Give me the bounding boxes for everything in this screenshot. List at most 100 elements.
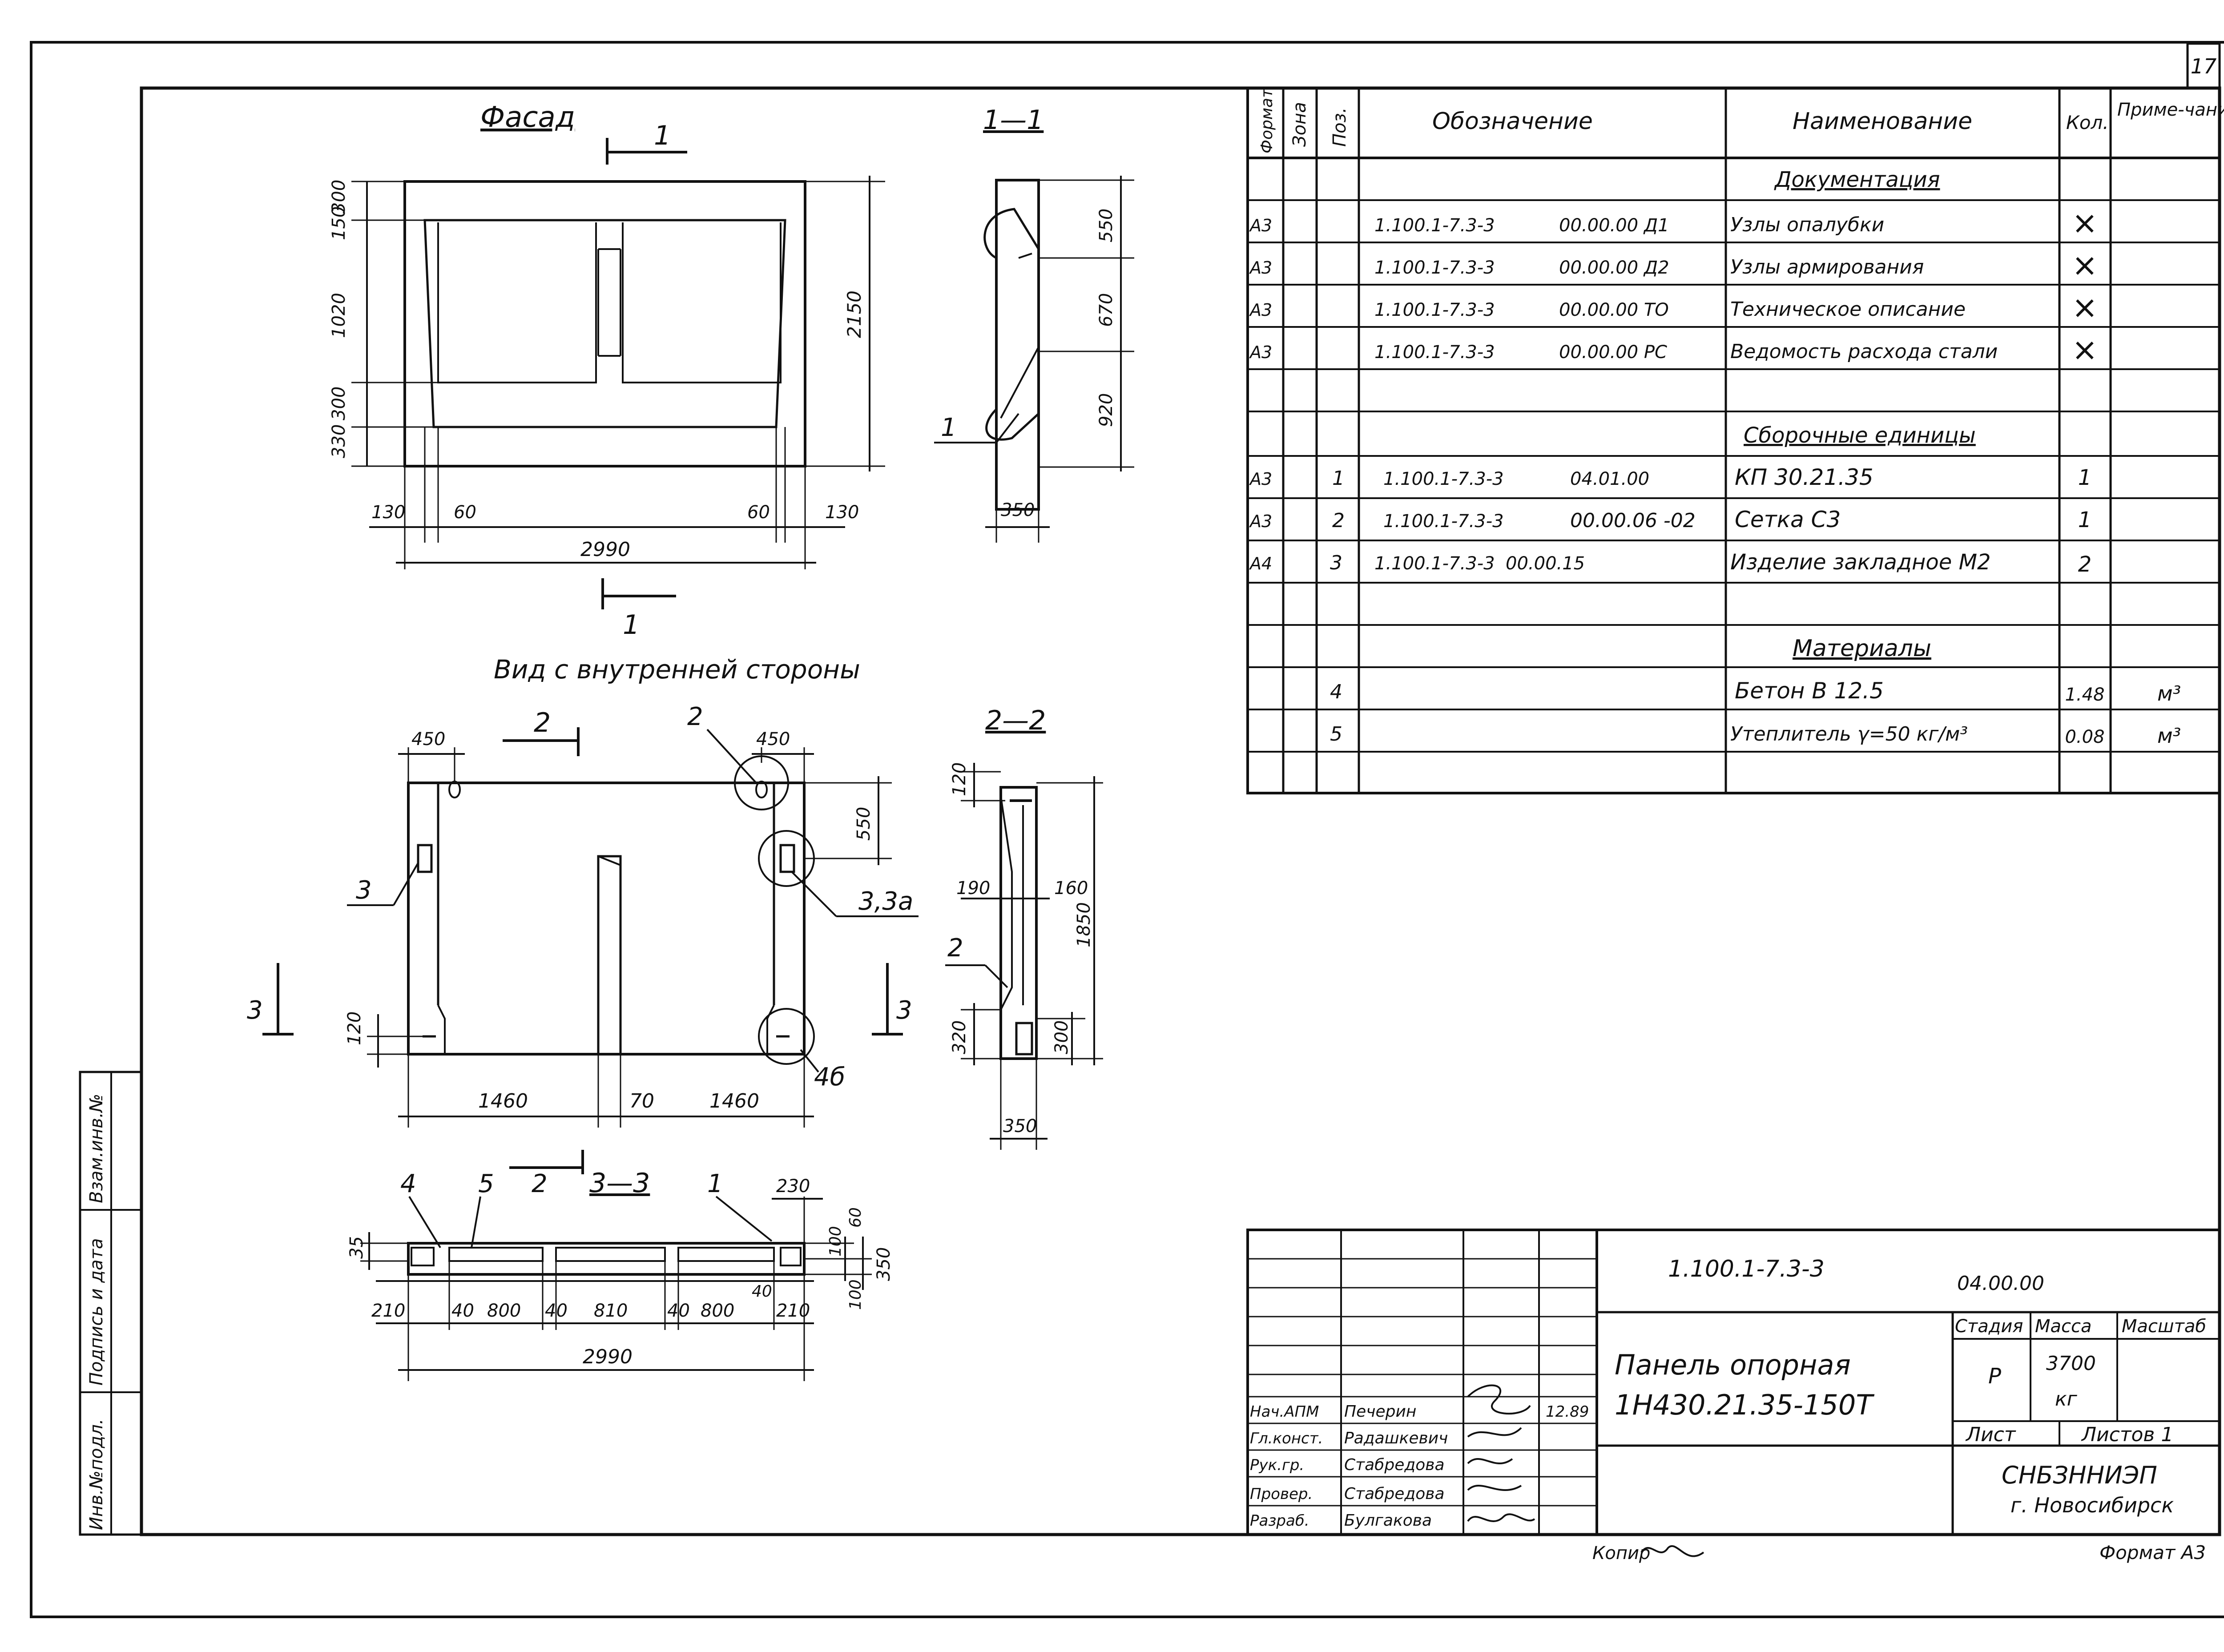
inner-dim-bottom-1: 1460 xyxy=(478,1090,528,1112)
inner-dim-bottom-2: 70 xyxy=(629,1090,654,1112)
section-3-callout-1: 1 xyxy=(707,1169,723,1198)
spec-r8-code2: 00.00.06 -02 xyxy=(1570,509,1696,532)
title-block: 1.100.1-7.3-3 04.00.00 Панель опорная 1Н… xyxy=(1246,1229,2221,1536)
sig-role-2: Гл.конст. xyxy=(1250,1430,1323,1447)
section-1-title: 1—1 xyxy=(983,105,1044,136)
spec-r7-name: КП 30.21.35 xyxy=(1735,464,1873,490)
inner-dim-top-right: 450 xyxy=(756,729,790,749)
section-3-dim-b1: 210 xyxy=(371,1301,405,1321)
spec-r2-code: 1.100.1-7.3-3 xyxy=(1374,258,1495,278)
section-3-dim-b8: 40 xyxy=(752,1282,772,1301)
section-1-dim-3: 920 xyxy=(1096,393,1116,427)
spec-r2-format: А3 xyxy=(1249,258,1272,278)
sig-name-1: Печерин xyxy=(1344,1402,1416,1421)
section-2-dim-160: 160 xyxy=(1054,878,1088,899)
side-stamp: Инв.№подл. Подпись и дата Взам.инв.№ xyxy=(79,1071,143,1536)
inner-view: Вид с внутренней стороны 2 2 3 xyxy=(247,654,919,1128)
section-2-callout: 2 xyxy=(947,934,963,963)
spec-r13-note: м³ xyxy=(2157,724,2181,748)
title-org-line2: г. Новосибирск xyxy=(2010,1493,2174,1517)
inner-callout-4b: 4б xyxy=(814,1063,845,1092)
sig-name-4: Стабредова xyxy=(1344,1485,1445,1503)
spec-r3-code: 1.100.1-7.3-3 xyxy=(1374,300,1495,320)
section-3-dim-right-2: 350 xyxy=(874,1247,894,1281)
outer-border xyxy=(30,41,2224,1618)
spec-r9-code: 1.100.1-7.3-3 xyxy=(1374,553,1495,574)
spec-row-lines xyxy=(1248,199,2220,753)
inner-callout-3a: 3,3а xyxy=(858,887,913,916)
inner-callout-3: 3 xyxy=(356,876,372,905)
section-1-dim-2: 670 xyxy=(1096,293,1116,327)
inner-view-title: Вид с внутренней стороны xyxy=(494,654,860,685)
inner-panel xyxy=(407,782,806,1056)
spec-r2-name: Узлы армирования xyxy=(1730,256,1924,278)
spec-r8-pos: 2 xyxy=(1332,509,1345,532)
title-date: 12.89 xyxy=(1546,1403,1589,1421)
section-3-dim-230: 230 xyxy=(776,1176,810,1197)
spec-r8-qty: 1 xyxy=(2078,508,2092,532)
facade-panel xyxy=(403,180,806,467)
inner-dim-left-bottom: 120 xyxy=(344,1011,365,1045)
section-3-title: 3—3 xyxy=(589,1168,650,1199)
detail-circle-4b xyxy=(758,1008,815,1065)
spec-r8-name: Сетка С3 xyxy=(1735,507,1841,532)
spec-r7-code2: 04.01.00 xyxy=(1570,469,1649,489)
section-1-view: 1—1 550 670 920 350 1 xyxy=(934,105,1134,543)
facade-dim-width: 2990 xyxy=(580,538,630,561)
spec-r4-qty: × xyxy=(2072,331,2098,368)
sig-role-5: Разраб. xyxy=(1250,1512,1309,1530)
spec-r7-format: А3 xyxy=(1249,469,1272,489)
inner-border xyxy=(140,86,2221,1536)
inner-dim-top-left: 450 xyxy=(411,729,445,749)
facade-dim-left-2: 150 xyxy=(329,206,349,240)
title-mass-label: Масса xyxy=(2035,1316,2092,1337)
spec-section-assemblies: Сборочные единицы xyxy=(1744,423,1976,448)
spec-r4-name: Ведомость расхода стали xyxy=(1730,340,1998,363)
spec-r7-code: 1.100.1-7.3-3 xyxy=(1383,469,1504,489)
section-3-callout-4: 4 xyxy=(400,1169,416,1198)
section-3-dim-left: 35 xyxy=(346,1236,367,1259)
spec-r7-pos: 1 xyxy=(1332,467,1345,490)
spec-r1-name: Узлы опалубки xyxy=(1730,214,1884,236)
facade-dim-bottom-4: 130 xyxy=(825,502,859,523)
spec-header-designation: Обозначение xyxy=(1432,108,1593,135)
facade-dim-bottom-3: 60 xyxy=(747,502,770,523)
spec-r2-code2: 00.00.00 Д2 xyxy=(1559,258,1669,278)
sig-name-5: Булгакова xyxy=(1344,1511,1432,1530)
section-2-dim-300: 300 xyxy=(1052,1020,1072,1054)
inner-callout-2: 2 xyxy=(687,702,703,731)
stamp-signature-date: Подпись и дата xyxy=(86,1238,107,1386)
spec-header-note: Приме-чание. xyxy=(2117,100,2224,120)
sig-role-1: Нач.АПМ xyxy=(1250,1403,1319,1421)
facade-dim-left-3: 1020 xyxy=(329,293,349,338)
title-scale-label: Масштаб xyxy=(2122,1316,2206,1337)
spec-r13-name: Утеплитель γ=50 кг/м³ xyxy=(1730,723,1968,745)
title-org-line1: СНБЗННИЭП xyxy=(2002,1461,2157,1489)
facade-dim-left-5: 330 xyxy=(329,424,349,458)
section-3-dim-b9: 210 xyxy=(776,1301,810,1321)
sig-name-3: Стабредова xyxy=(1344,1456,1445,1474)
title-mass: 3700 xyxy=(2046,1352,2096,1375)
title-designation: 1.100.1-7.3-3 xyxy=(1668,1256,1825,1282)
section-3-dim-60: 60 xyxy=(846,1207,865,1228)
spec-r9-code2: 00.00.15 xyxy=(1506,553,1585,574)
spec-r1-code: 1.100.1-7.3-3 xyxy=(1374,215,1495,236)
spec-r9-name: Изделие закладное М2 xyxy=(1730,550,1991,575)
spec-r3-qty: × xyxy=(2072,289,2098,326)
spec-r1-code2: 00.00.00 Д1 xyxy=(1559,215,1669,236)
title-mass-unit: кг xyxy=(2055,1388,2078,1410)
title-stage-label: Стадия xyxy=(1955,1316,2023,1337)
spec-r9-format: А4 xyxy=(1249,554,1272,573)
section-2-title: 2—2 xyxy=(985,705,1046,736)
inner-dim-right: 550 xyxy=(854,807,874,841)
title-stage: Р xyxy=(1988,1364,2001,1389)
facade-dim-bottom-2: 60 xyxy=(454,502,476,523)
section-3-dim-b7: 800 xyxy=(701,1301,734,1321)
stamp-replacing-inv: Взам.инв.№ xyxy=(86,1094,107,1203)
section-2-dim-1850: 1850 xyxy=(1074,902,1094,947)
inner-center-rib xyxy=(597,855,622,1056)
stamp-inv-original: Инв.№подл. xyxy=(86,1418,107,1530)
spec-r3-name: Техническое описание xyxy=(1730,298,1966,321)
sig-role-4: Провер. xyxy=(1250,1485,1313,1503)
